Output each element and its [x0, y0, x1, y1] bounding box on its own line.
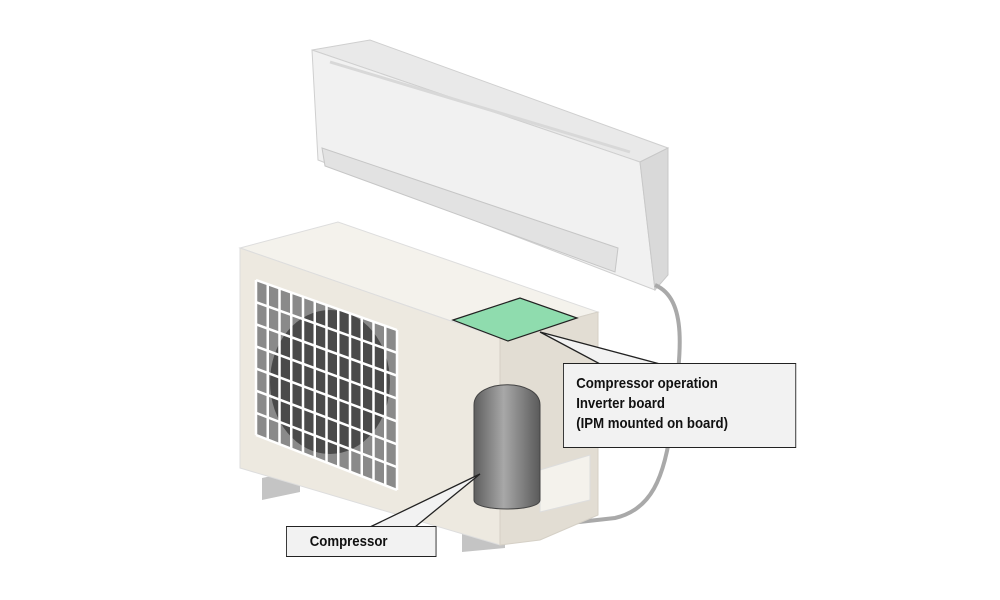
compressor-shape	[473, 384, 541, 510]
inverter-board-callout: Compressor operation Inverter board (IPM…	[563, 363, 797, 448]
callout-line: Compressor	[309, 533, 388, 550]
indoor-unit	[311, 39, 670, 292]
fan-grille	[254, 278, 399, 492]
callout-line: Compressor operation	[576, 375, 718, 392]
inverter-board	[451, 297, 579, 342]
callout-line: (IPM mounted on board)	[576, 415, 728, 432]
compressor-callout: Compressor	[286, 526, 437, 557]
callout-line: Inverter board	[576, 395, 665, 412]
